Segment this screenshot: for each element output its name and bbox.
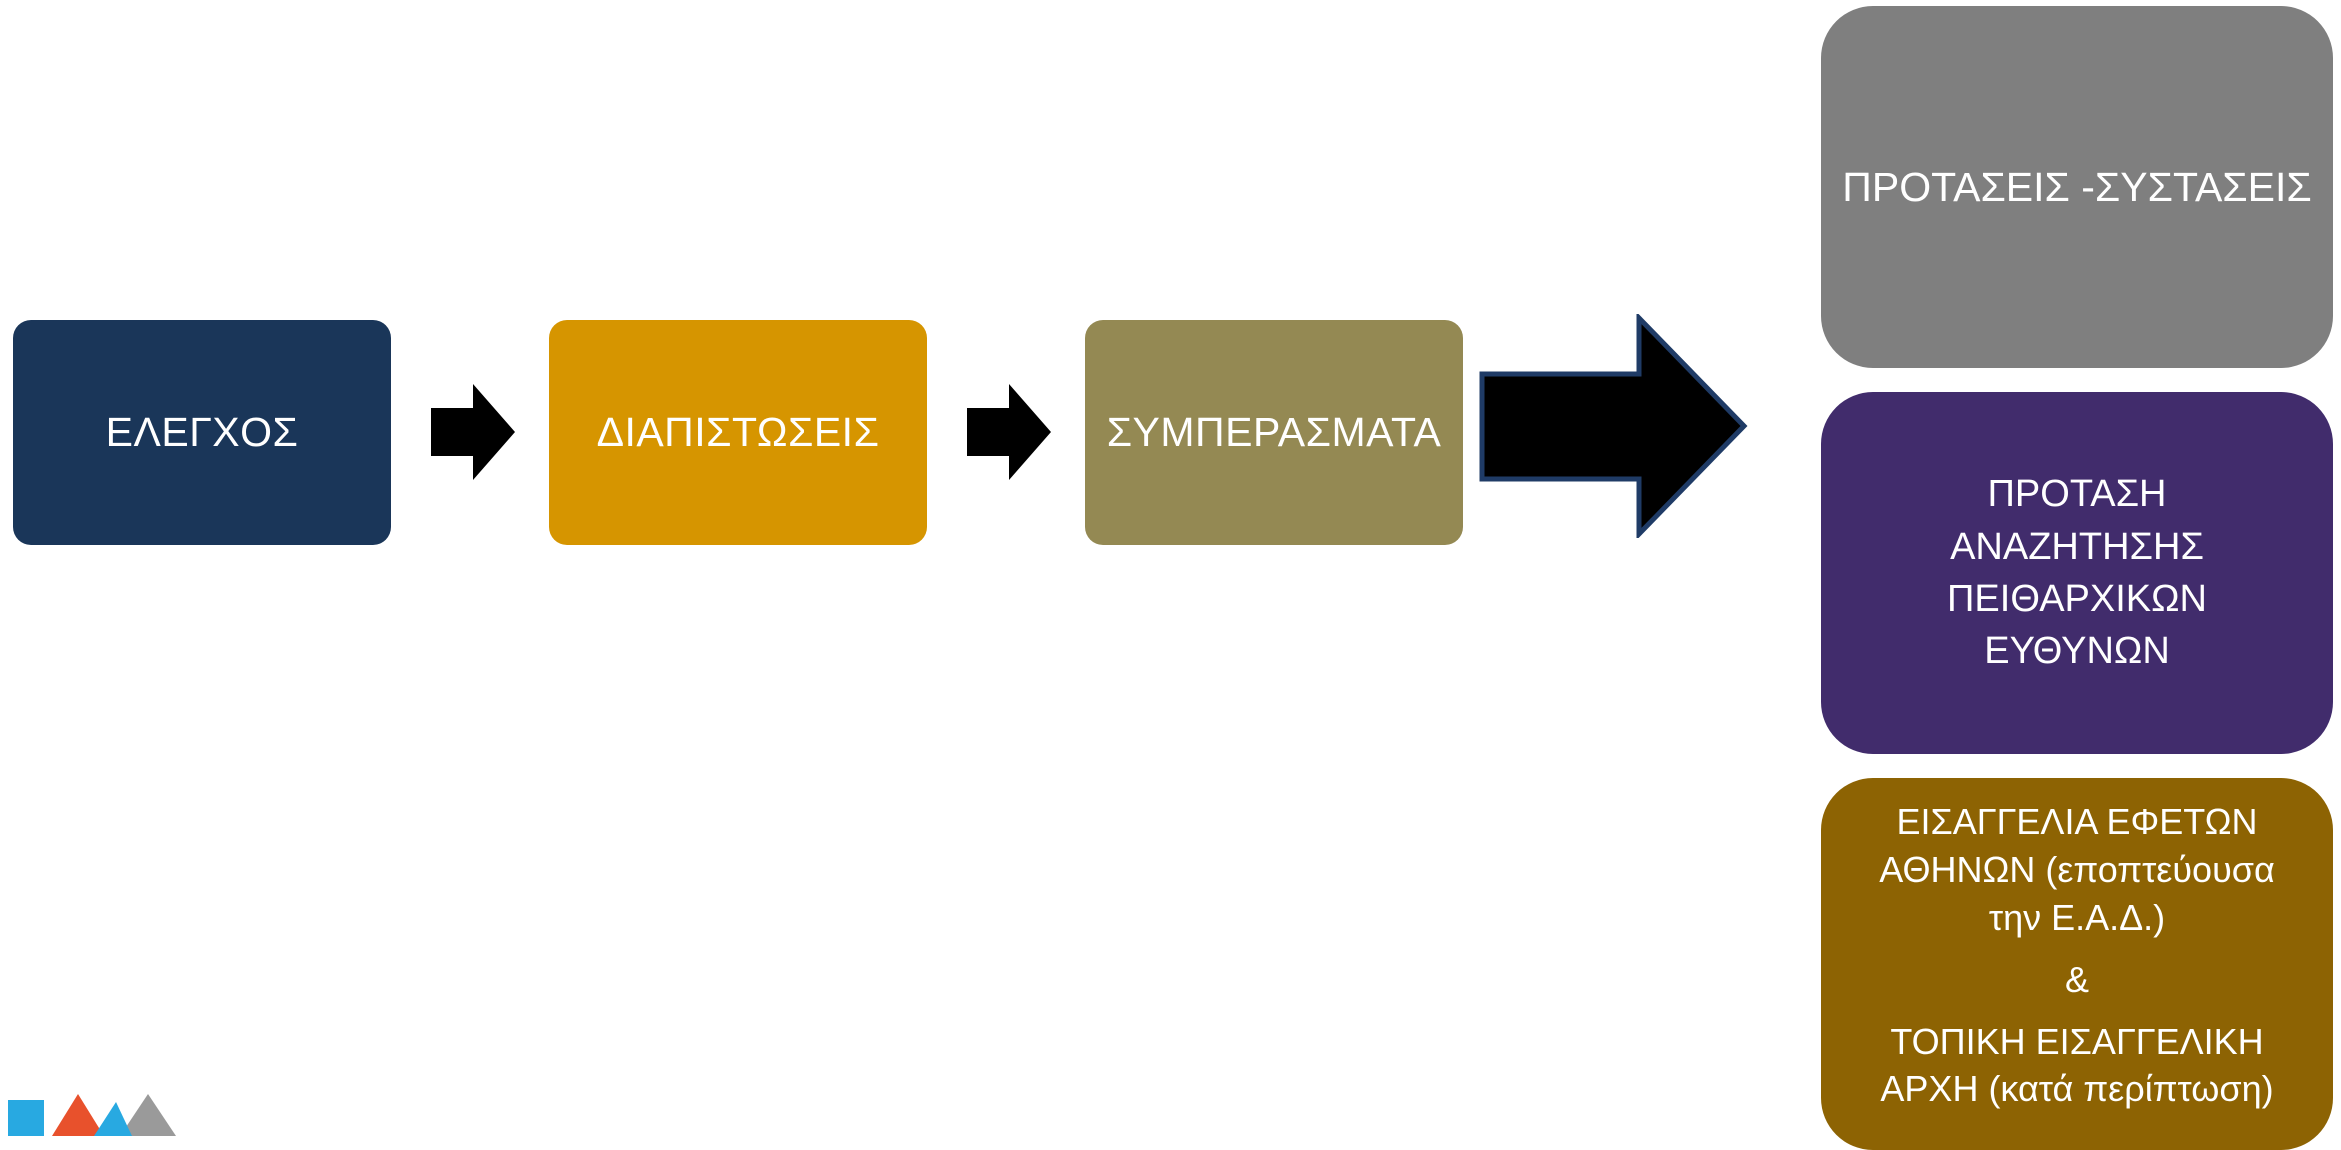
outcome-protaseis-label: ΠΡΟΤΑΣΕΙΣ -ΣΥΣΤΑΣΕΙΣ <box>1842 163 2312 210</box>
outcome-eisaggelia-line1: ΕΙΣΑΓΓΕΛΙΑ ΕΦΕΤΩΝ ΑΘΗΝΩΝ (εποπτεύουσα τη… <box>1879 801 2275 938</box>
big-arrow-right-icon <box>1479 314 1748 538</box>
outcome-protaseis-box: ΠΡΟΤΑΣΕΙΣ -ΣΥΣΤΑΣΕΙΣ <box>1821 6 2333 368</box>
step-diapistoseis-label: ΔΙΑΠΙΣΤΩΣΕΙΣ <box>596 409 880 455</box>
step-symperasmata-box: ΣΥΜΠΕΡΑΣΜΑΤΑ <box>1085 320 1463 545</box>
ead-logo <box>8 1094 176 1136</box>
arrow-right-icon <box>967 384 1051 480</box>
outcome-peitharxikes-box: ΠΡΟΤΑΣΗ ΑΝΑΖΗΤΗΣΗΣ ΠΕΙΘΑΡΧΙΚΩΝ ΕΥΘΥΝΩΝ <box>1821 392 2333 754</box>
step-elegxos-label: ΕΛΕΓΧΟΣ <box>105 409 299 455</box>
outcome-eisaggelia-line2: ΤΟΠΙΚΗ ΕΙΣΑΓΓΕΛΙΚΗ ΑΡΧΗ (κατά περίπτωση) <box>1880 1020 2274 1110</box>
outcome-eisaggelia-ampersand: & <box>2064 958 2089 1000</box>
step-elegxos-box: ΕΛΕΓΧΟΣ <box>13 320 391 545</box>
step-diapistoseis-box: ΔΙΑΠΙΣΤΩΣΕΙΣ <box>549 320 927 545</box>
outcome-peitharxikes-label: ΠΡΟΤΑΣΗ ΑΝΑΖΗΤΗΣΗΣ ΠΕΙΘΑΡΧΙΚΩΝ ΕΥΘΥΝΩΝ <box>1946 473 2207 673</box>
outcome-eisaggelia-box: ΕΙΣΑΓΓΕΛΙΑ ΕΦΕΤΩΝ ΑΘΗΝΩΝ (εποπτεύουσα τη… <box>1821 778 2333 1150</box>
arrow-right-icon <box>431 384 515 480</box>
step-symperasmata-label: ΣΥΜΠΕΡΑΣΜΑΤΑ <box>1106 409 1442 455</box>
